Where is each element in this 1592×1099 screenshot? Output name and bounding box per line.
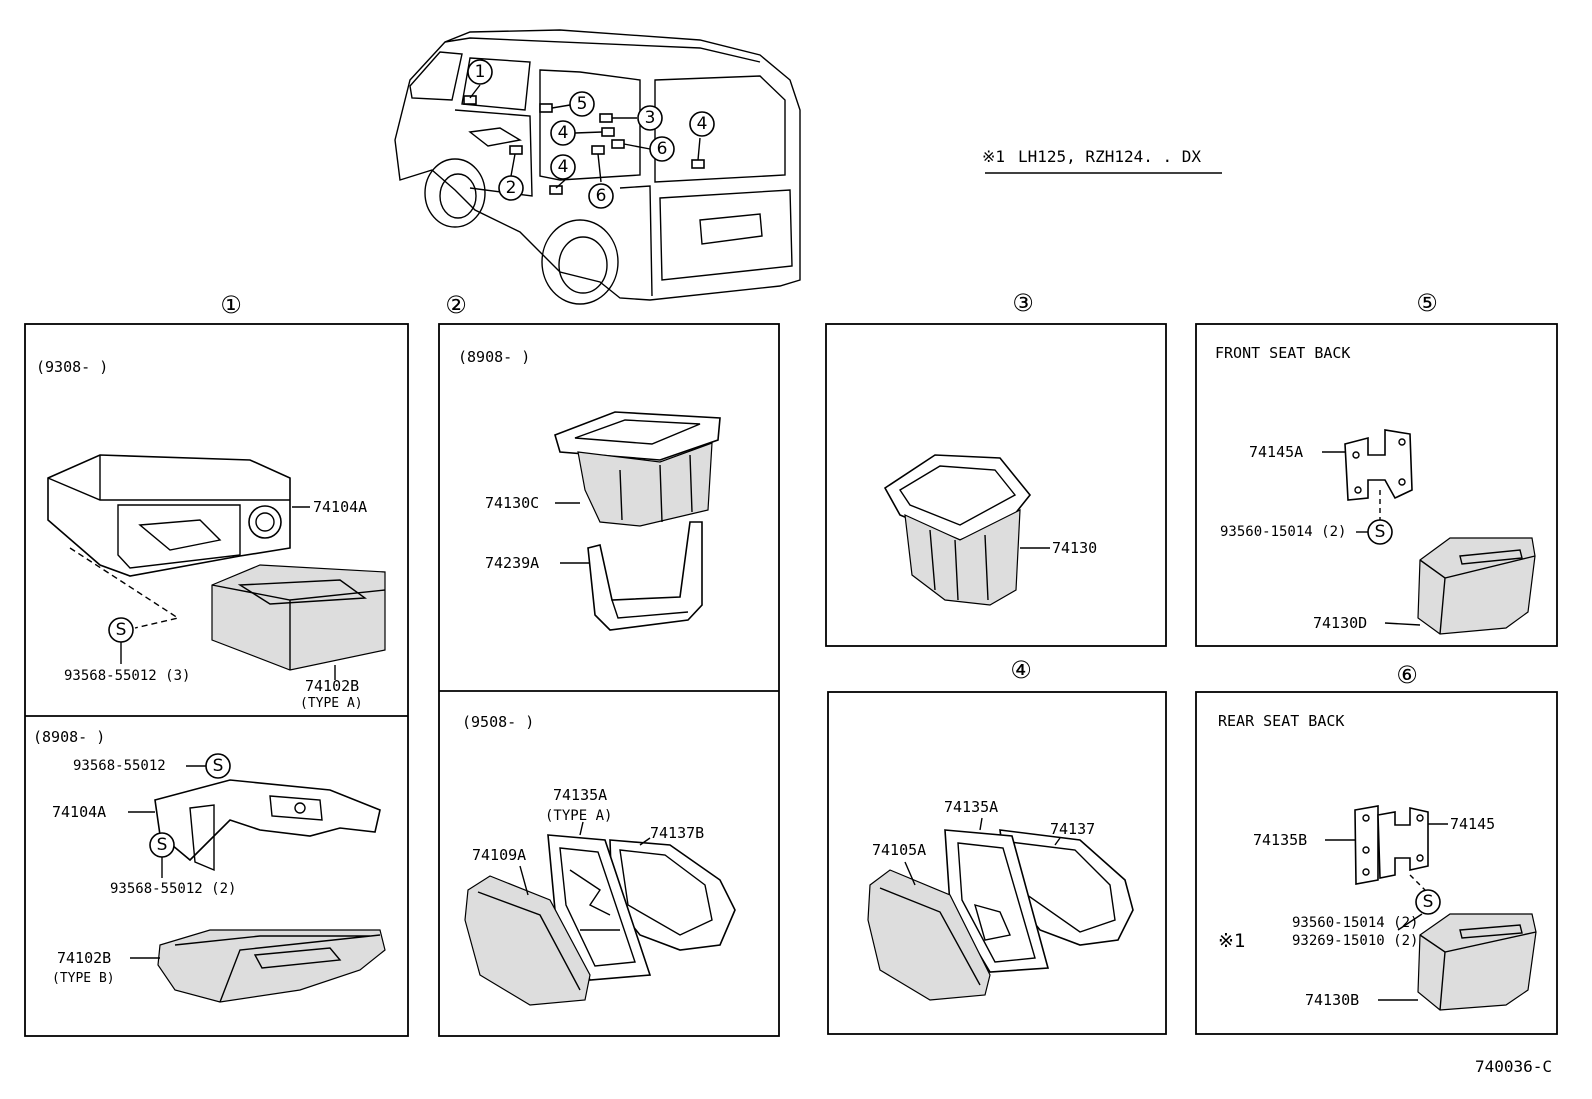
panel1-top-tray: 74102B <box>305 677 359 695</box>
panel2-part-a: 74130C <box>485 494 539 512</box>
panel2-part-b: 74239A <box>485 554 539 572</box>
panel5-bracket: 74145A <box>1249 443 1303 461</box>
panel1-bottom-part: 74104A <box>52 803 106 821</box>
panel1-bottom-s-mark-a: S <box>213 756 224 776</box>
panel-5: FRONT SEAT BACK 74145A S 93560-15014 (2)… <box>1195 323 1558 647</box>
panel-4: 74135A 74137 74105A <box>827 691 1167 1035</box>
panel6-screw-b: 93269-15010 (2) <box>1292 933 1418 949</box>
panel-number-6: ⑥ <box>1396 661 1418 689</box>
panel-2: (8908- ) 74130C 74239A (9508- ) 74135A (… <box>438 323 780 1037</box>
panel1-top-range: (9308- ) <box>36 358 108 376</box>
panel2-part-c: 74135A <box>553 786 607 804</box>
panel5-ashtray: 74130D <box>1313 614 1367 632</box>
panel5-title: FRONT SEAT BACK <box>1215 344 1350 362</box>
model-note-text: LH125, RZH124. . DX <box>1018 147 1201 166</box>
callout-6a: 6 <box>657 139 668 159</box>
callout-2: 2 <box>506 178 517 198</box>
panel1-top-s-mark: S <box>116 620 127 640</box>
panel2-part-d: 74137B <box>650 824 704 842</box>
panel-number-5: ⑤ <box>1416 289 1438 317</box>
callout-6b: 6 <box>596 186 607 206</box>
van-illustration: 1 5 3 4 4 6 4 2 6 <box>394 29 801 305</box>
panel4-part-c: 74105A <box>872 841 926 859</box>
panel6-note-symbol: ※1 <box>1218 930 1245 952</box>
panel6-s-mark: S <box>1423 892 1434 912</box>
panel6-ashtray: 74130B <box>1305 991 1359 1009</box>
panel2-part-c-type: (TYPE A) <box>545 808 612 824</box>
panel1-bottom-tray-type: (TYPE B) <box>52 971 115 986</box>
panel-3: 74130 <box>825 323 1167 647</box>
panel4-part-b: 74137 <box>1050 820 1095 838</box>
panel1-bottom-screw-a: 93568-55012 <box>73 758 166 774</box>
panel1-bottom-screw-b: 93568-55012 (2) <box>110 881 236 897</box>
panel1-top-tray-type: (TYPE A) <box>300 696 363 711</box>
panel5-screw: 93560-15014 (2) <box>1220 524 1346 540</box>
callout-5: 5 <box>577 94 588 114</box>
panel1-bottom-tray: 74102B <box>57 949 111 967</box>
panel6-bracket-a: 74135B <box>1253 831 1307 849</box>
panel6-bracket-b: 74145 <box>1450 815 1495 833</box>
van-callouts: 1 5 3 4 4 6 4 2 6 <box>467 59 715 209</box>
panel1-top-part: 74104A <box>313 498 367 516</box>
panel1-bottom-range: (8908- ) <box>33 728 105 746</box>
panel-number-2: ② <box>445 291 467 319</box>
panel-6: REAR SEAT BACK 74135B 74145 S 93560-1501… <box>1195 691 1558 1035</box>
panel5-s-mark: S <box>1375 522 1386 542</box>
panel3-part: 74130 <box>1052 539 1097 557</box>
callout-1: 1 <box>475 62 486 82</box>
panel4-part-a: 74135A <box>944 798 998 816</box>
panel-number-1: ① <box>220 291 242 319</box>
panel2-bottom-range: (9508- ) <box>462 713 534 731</box>
callout-4c: 4 <box>558 157 569 177</box>
panel2-part-e: 74109A <box>472 846 526 864</box>
panel-number-4: ④ <box>1010 656 1032 684</box>
panel6-title: REAR SEAT BACK <box>1218 712 1344 730</box>
panel1-top-screw: 93568-55012 (3) <box>64 668 190 684</box>
panel1-bottom-s-mark-b: S <box>157 835 168 855</box>
callout-3: 3 <box>645 108 656 128</box>
callout-4b: 4 <box>697 114 708 134</box>
panel-number-3: ③ <box>1012 289 1034 317</box>
model-note-symbol: ※1 <box>982 147 1005 166</box>
drawing-id: 740036-C <box>1475 1057 1552 1076</box>
callout-4a: 4 <box>558 123 569 143</box>
panel6-screw-a: 93560-15014 (2) <box>1292 915 1418 931</box>
panel-1: (9308- ) 74104A 74102B (TYPE A) S 93568-… <box>24 323 409 1037</box>
panel2-top-range: (8908- ) <box>458 348 530 366</box>
